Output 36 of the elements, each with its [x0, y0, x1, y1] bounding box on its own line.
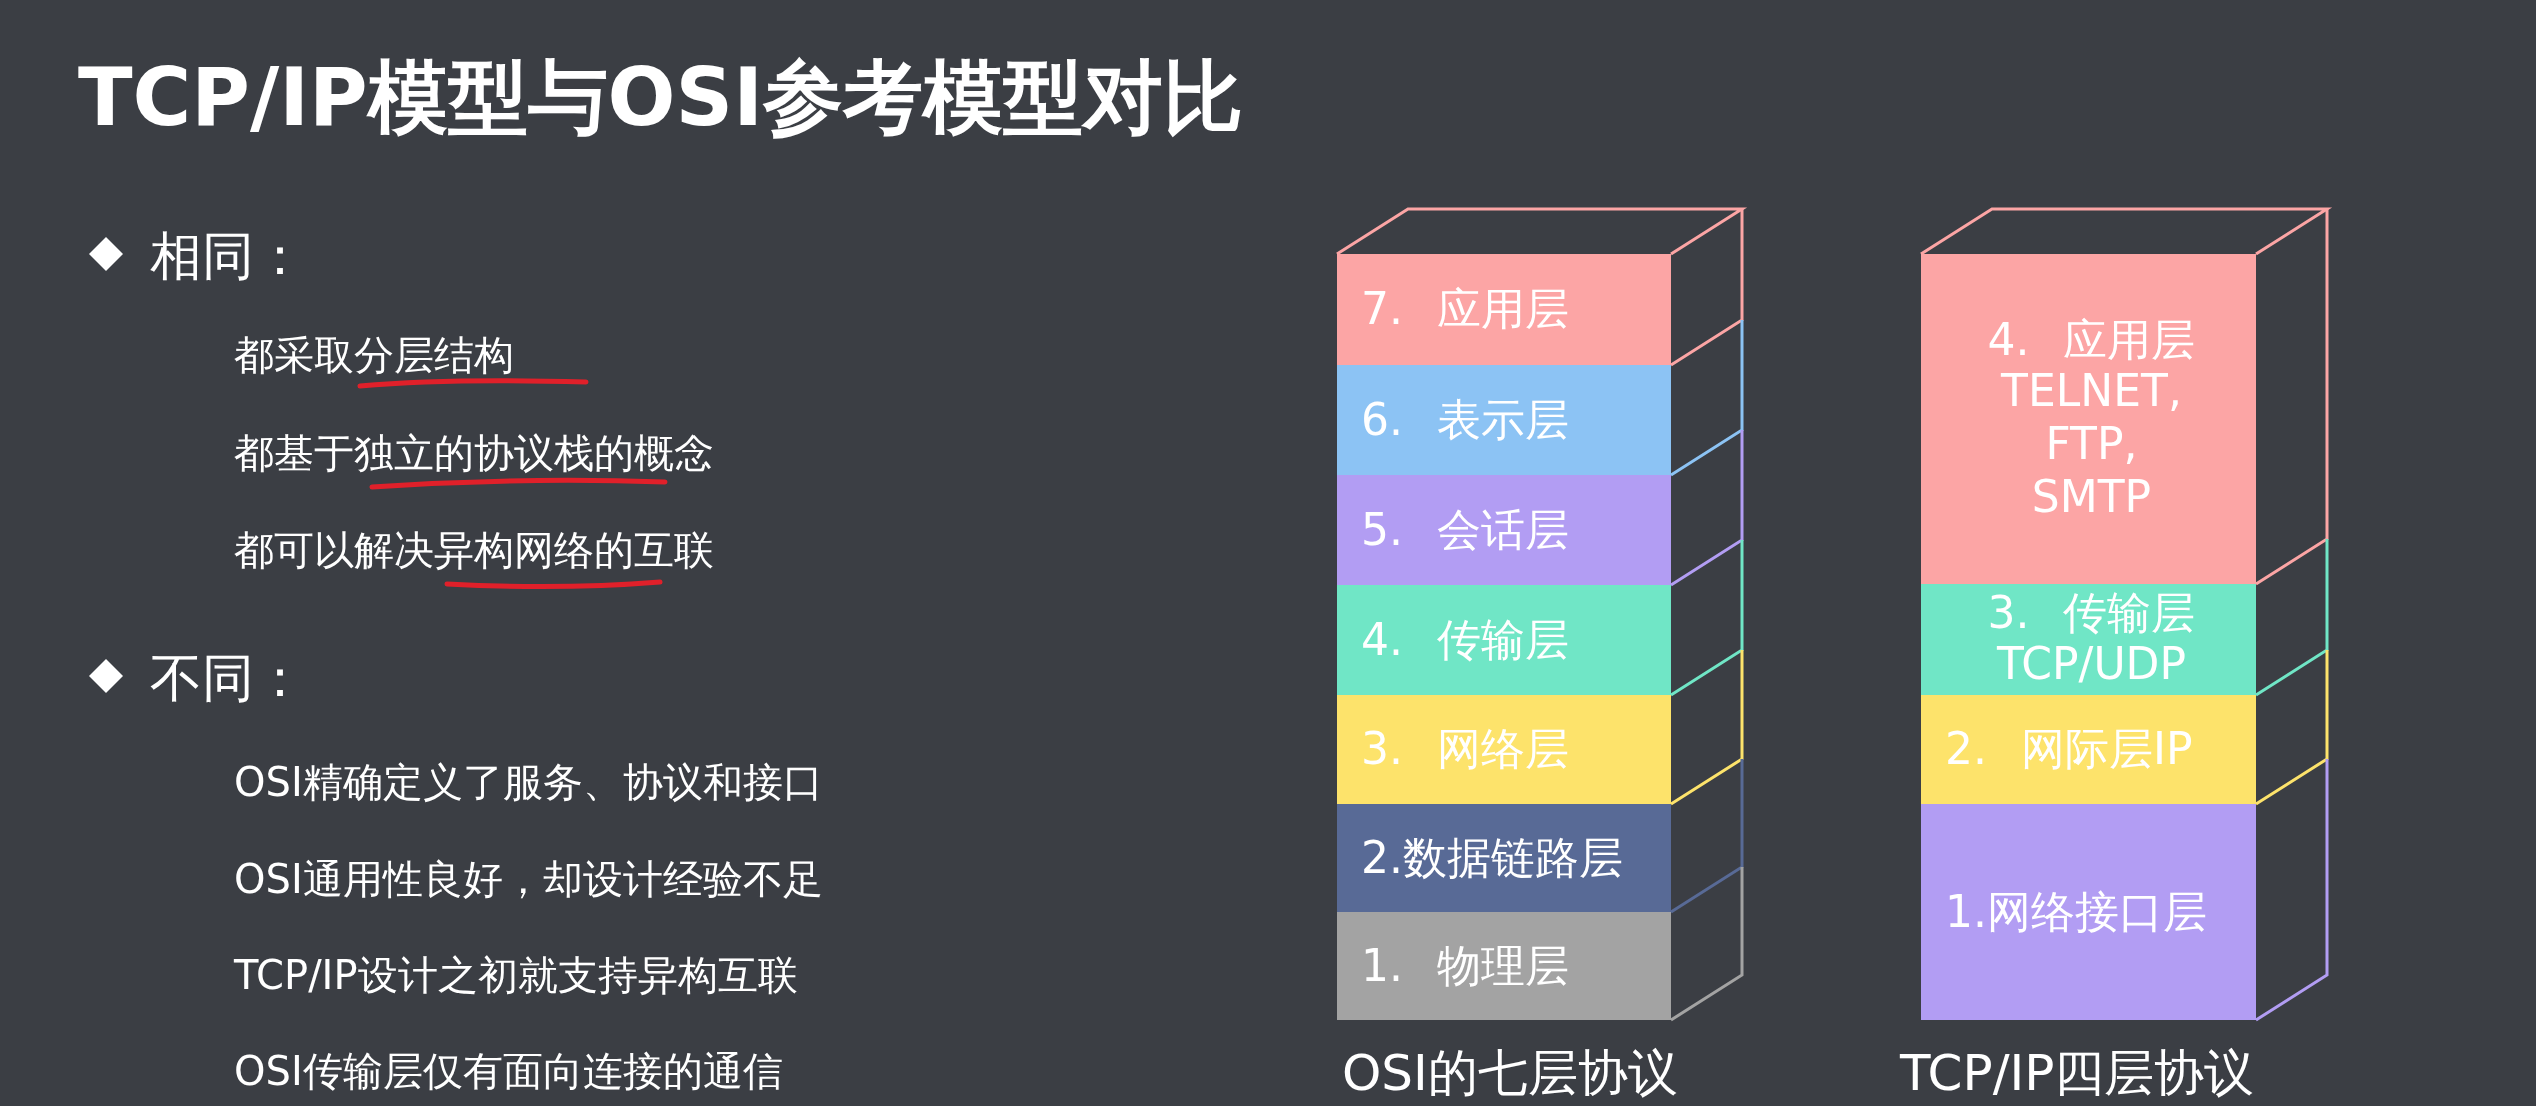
layer-box	[1921, 584, 2256, 695]
layer-box	[1337, 695, 1671, 804]
layer-name: 6. 表示层	[1361, 394, 1570, 446]
list-item: 都基于独立的协议栈的概念	[234, 429, 714, 478]
protocol-list: TCP/UDP	[1991, 638, 2192, 692]
stack-caption: OSI的七层协议	[1342, 1043, 1678, 1104]
layer-box	[1921, 254, 2256, 584]
layer-name: 1. 物理层	[1361, 940, 1570, 992]
layer-name: 3. 网络层	[1361, 724, 1570, 775]
layer-box	[1337, 804, 1671, 912]
list-item: TCP/IP设计之初就支持异构互联	[234, 951, 798, 1000]
list-item: OSI精确定义了服务、协议和接口	[234, 758, 823, 807]
layer-box	[1921, 804, 2256, 1020]
layer-box	[1921, 695, 2256, 804]
layer-box	[1337, 475, 1671, 585]
layer-name: 2. 网际层IP	[1945, 724, 2194, 775]
title: TCP/IP模型与OSI参考模型对比	[78, 50, 1243, 146]
layer-box	[1337, 254, 1671, 365]
list-item: OSI传输层仅有面向连接的通信	[234, 1047, 783, 1096]
layer-name: 3. 传输层	[1986, 587, 2197, 639]
layer-name: 1.网络接口层	[1945, 886, 2208, 938]
layer-name: 7. 应用层	[1361, 284, 1570, 335]
layer-name: 4. 应用层	[1986, 314, 2197, 366]
stack-caption: TCP/IP四层协议	[1900, 1043, 2255, 1104]
layer-name: 5. 会话层	[1361, 504, 1570, 556]
list-item: 都可以解决异构网络的互联	[234, 526, 714, 575]
layer-box	[1337, 912, 1671, 1020]
list-item: OSI通用性良好，却设计经验不足	[234, 855, 823, 904]
section-heading: 相同：	[150, 225, 306, 288]
layer-box	[1337, 585, 1671, 695]
section-heading: 不同：	[150, 647, 306, 710]
layer-name: 2.数据链路层	[1361, 832, 1624, 884]
layer-name: 4. 传输层	[1361, 614, 1570, 666]
protocol-list: TELNET, FTP, SMTP	[1991, 365, 2192, 524]
layer-box	[1337, 365, 1671, 475]
list-item: 都采取分层结构	[234, 331, 514, 380]
